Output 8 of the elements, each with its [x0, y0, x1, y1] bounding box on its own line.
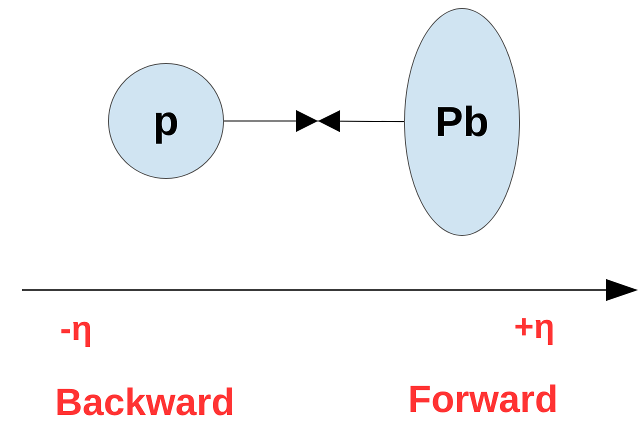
- axis-label: +η: [514, 308, 555, 347]
- arrow: [224, 110, 318, 132]
- particle-label: p: [153, 97, 179, 145]
- axis-label: -η: [60, 310, 92, 349]
- particle-label: Pb: [435, 98, 489, 146]
- direction-label: Forward: [408, 379, 558, 421]
- arrow: [318, 110, 404, 132]
- direction-label: Backward: [55, 382, 235, 421]
